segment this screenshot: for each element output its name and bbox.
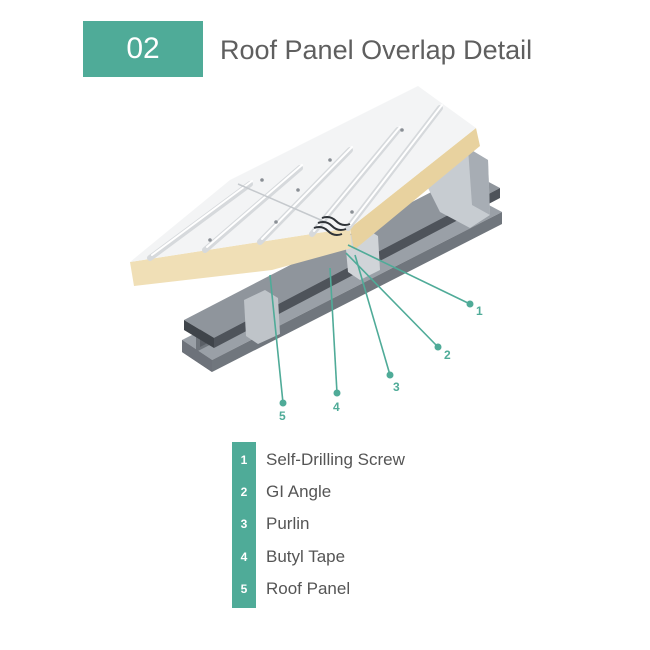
gi-angle-front	[244, 290, 280, 344]
callout-numbers: 1 2 3 4 5	[279, 304, 483, 423]
legend-item-number: 3	[240, 517, 248, 531]
gi-angle-rear-shade	[468, 148, 490, 215]
callout-dot-4	[333, 389, 341, 397]
legend-item: 1 Self-Drilling Screw	[232, 444, 492, 476]
legend-item-number: 2	[240, 485, 248, 499]
legend-item-number: 4	[240, 550, 248, 564]
legend-item: 5 Roof Panel	[232, 573, 492, 605]
butyl-tape	[313, 216, 351, 236]
legend-item-label: Self-Drilling Screw	[266, 450, 405, 469]
callout-number-4: 4	[333, 400, 340, 414]
legend-item-number: 1	[240, 453, 248, 467]
legend-item: 2 GI Angle	[232, 476, 492, 508]
beam-bottom-flange-side	[212, 212, 502, 372]
callout-dot-3	[386, 371, 394, 379]
leader-line-1	[347, 244, 471, 305]
callout-number-2: 2	[444, 348, 451, 362]
section-number-badge: 02	[83, 21, 203, 77]
leader-line-3	[354, 254, 391, 376]
page-title: Roof Panel Overlap Detail	[220, 35, 533, 65]
callout-dot-5	[279, 399, 287, 407]
callout-leaders	[269, 244, 471, 404]
roof-panel	[130, 86, 480, 286]
legend-bar	[232, 442, 256, 608]
panel-core-front	[130, 228, 352, 286]
leader-line-5	[269, 274, 284, 404]
panel-rib-highlights	[151, 104, 443, 256]
callout-dots	[279, 300, 474, 407]
legend-item-label: Purlin	[266, 514, 310, 533]
leader-line-2	[345, 252, 439, 348]
callout-number-5: 5	[279, 409, 286, 423]
legend-item: 3 Purlin	[232, 508, 492, 540]
leader-line-4	[329, 267, 338, 394]
screw-heads	[208, 128, 404, 242]
callout-number-1: 1	[476, 304, 483, 318]
panel-core-right	[350, 128, 480, 250]
beam-top-flange-edge	[184, 320, 214, 348]
callout-dot-1	[466, 300, 474, 308]
callout-dot-2	[434, 343, 442, 351]
legend-item-label: Roof Panel	[266, 579, 351, 598]
panel-overlap-seam	[237, 183, 331, 225]
legend-item-label: GI Angle	[266, 482, 332, 501]
roof-panel-diagram: 1 2 3 4 5	[130, 86, 502, 423]
legend-item-label: Butyl Tape	[266, 547, 346, 566]
panel-top-skin	[130, 86, 476, 262]
legend-item: 4 Butyl Tape	[232, 541, 492, 573]
callout-number-3: 3	[393, 380, 400, 394]
legend-item-number: 5	[240, 582, 248, 596]
beam-end-profile	[182, 340, 212, 372]
section-number: 02	[126, 32, 160, 65]
